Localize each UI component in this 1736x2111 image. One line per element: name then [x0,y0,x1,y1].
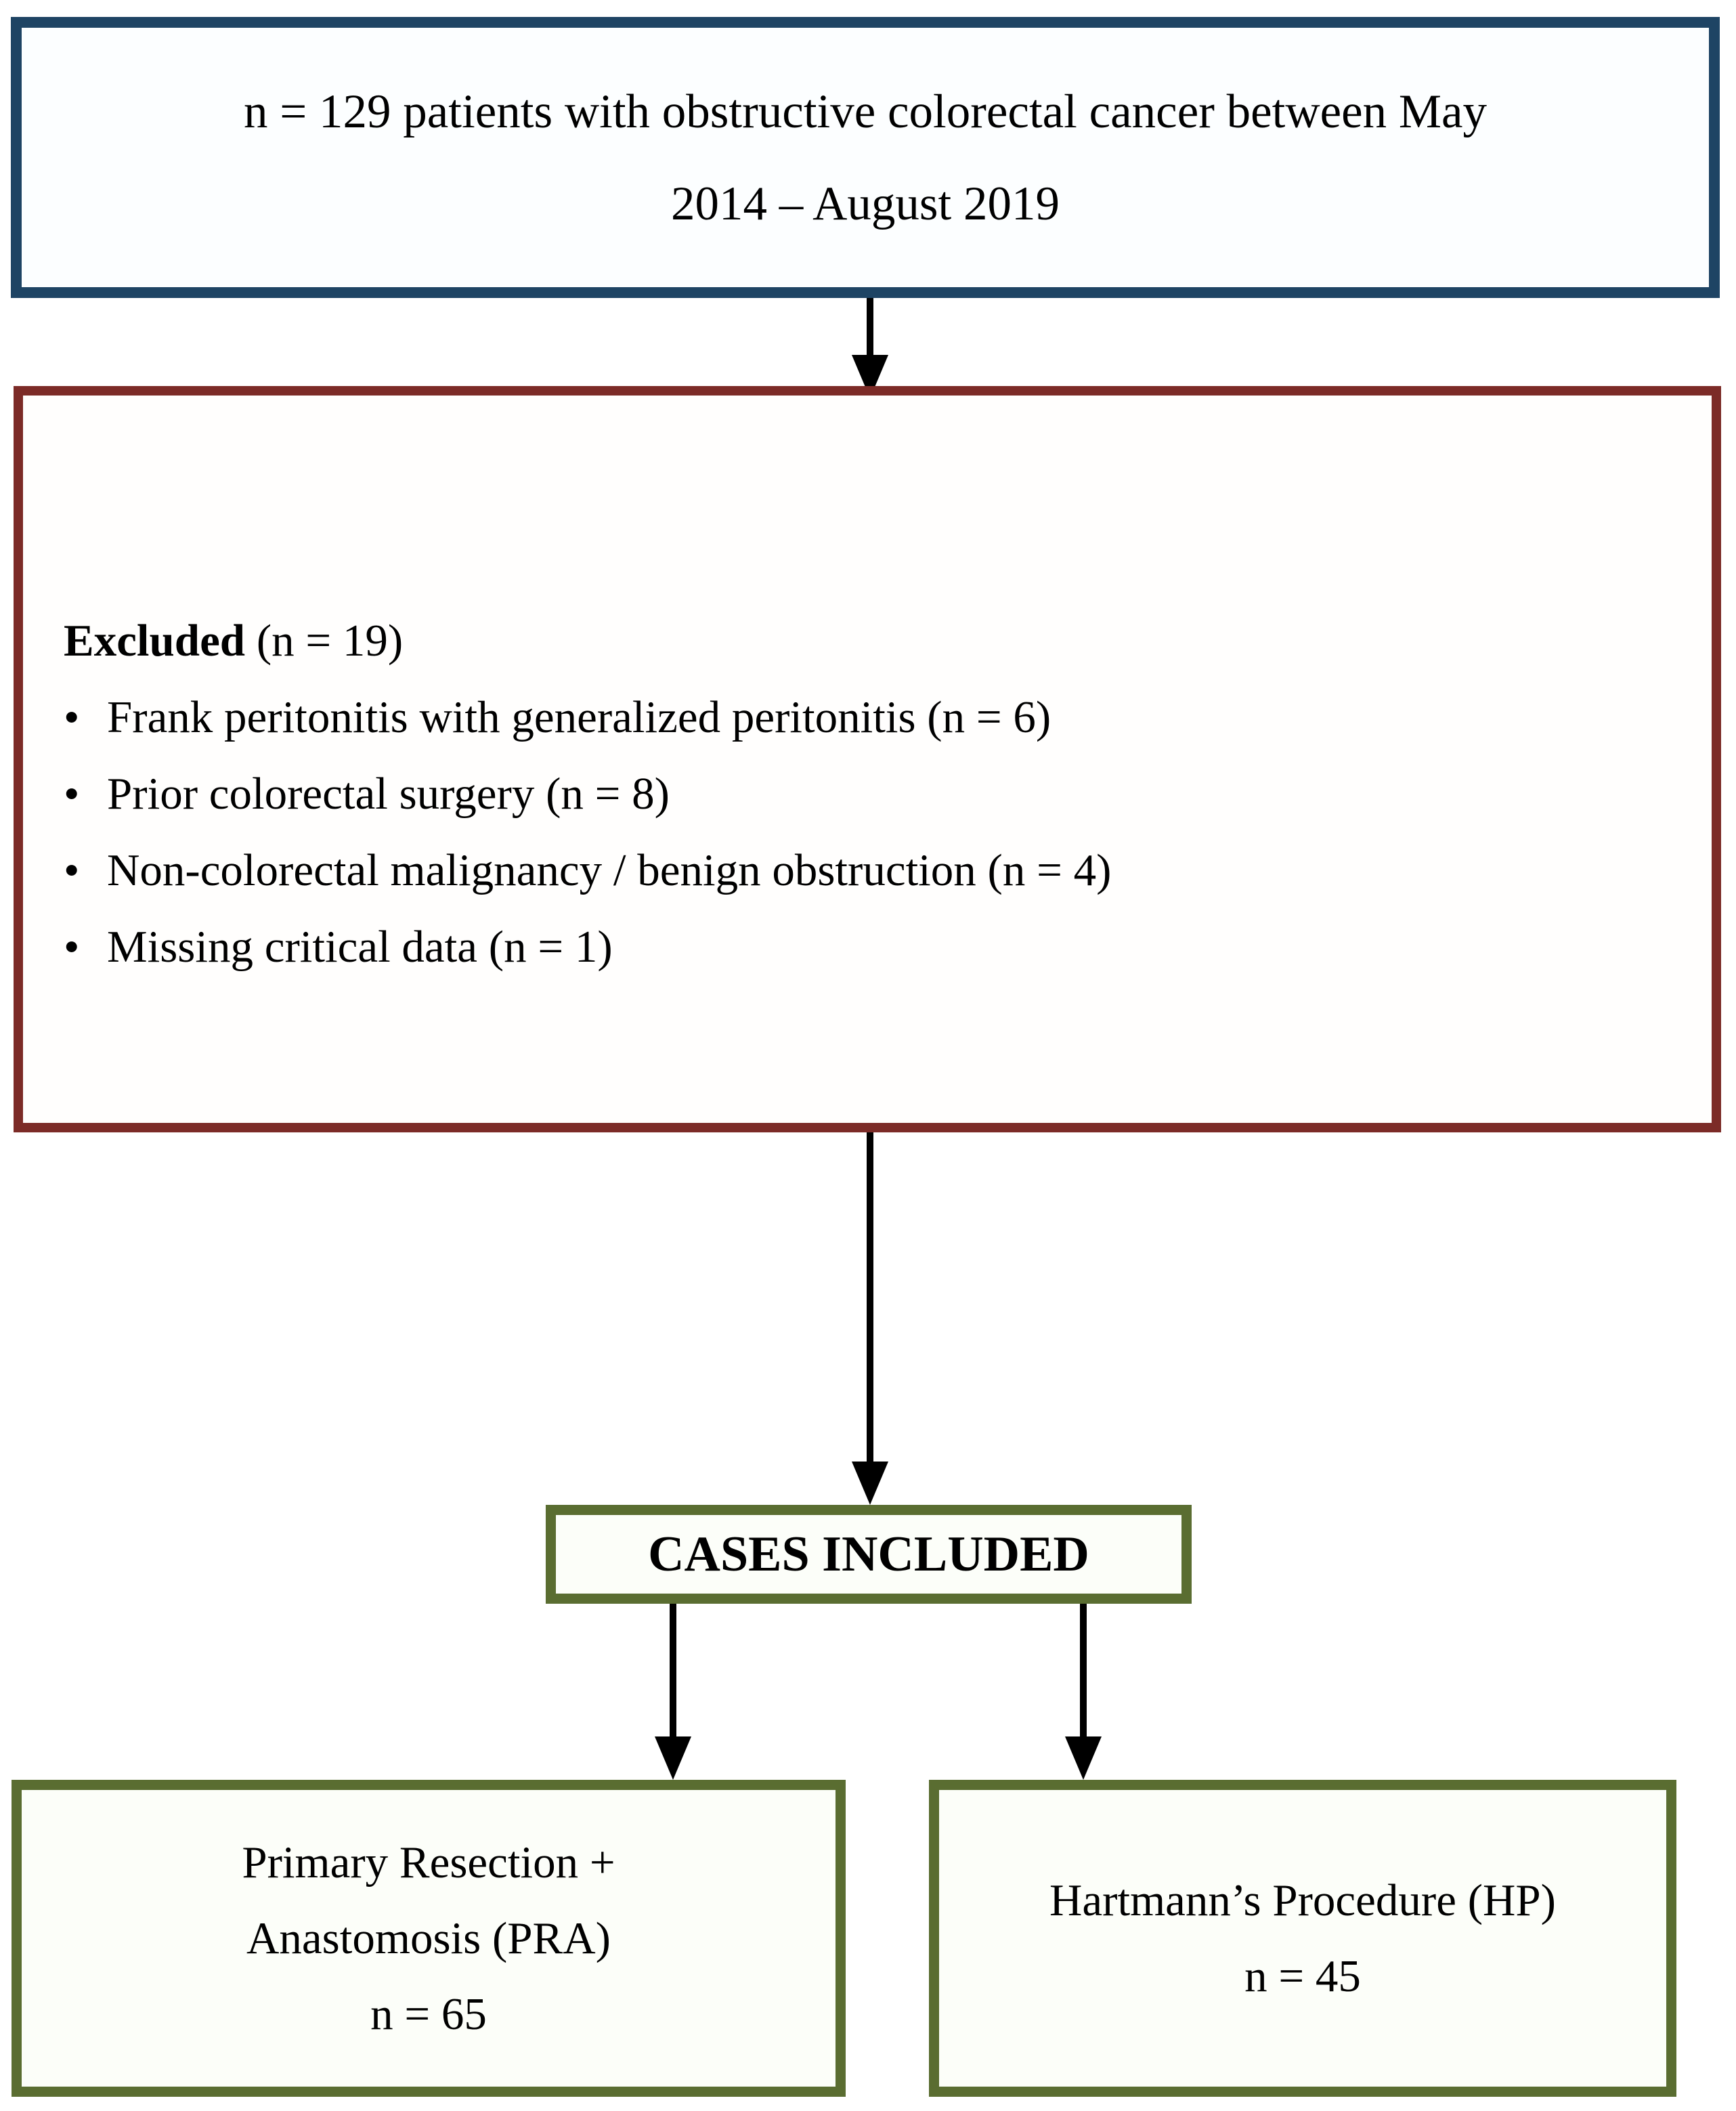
hp-line-1: Hartmann’s Procedure (HP) [1049,1875,1556,1925]
hp-box: Hartmann’s Procedure (HP) n = 45 [929,1780,1676,2097]
arrow-stem [867,1132,873,1464]
arrow-cases-to-hp [1065,1604,1102,1780]
enrollment-line-2: 2014 – August 2019 [671,177,1060,230]
excluded-bullet-text: Missing critical data (n = 1) [107,922,613,972]
bullet-dot-icon: • [64,845,80,895]
excluded-bullet-text: Prior colorectal surgery (n = 8) [107,769,670,819]
enrollment-line-1: n = 129 patients with obstructive colore… [243,85,1488,138]
arrow-head-icon [852,1462,888,1505]
cases-included-box: CASES INCLUDED [546,1505,1192,1604]
excluded-bullet-item: • Missing critical data (n = 1) [64,909,1641,985]
pra-box: Primary Resection + Anastomosis (PRA) n … [12,1780,846,2097]
pra-count: n = 65 [370,1989,487,2039]
excluded-bullet-item: • Non-colorectal malignancy / benign obs… [64,832,1641,909]
excluded-bullet-text: Frank peritonitis with generalized perit… [107,692,1051,742]
arrow-head-icon [1065,1736,1102,1780]
excluded-bullet-item: • Frank peritonitis with generalized per… [64,679,1641,756]
bullet-dot-icon: • [64,922,80,972]
excluded-heading-count: (n = 19) [245,616,404,666]
arrow-stem [670,1604,676,1739]
cases-included-label: CASES INCLUDED [648,1526,1089,1582]
pra-line-1: Primary Resection + [242,1837,615,1888]
excluded-bullet-item: • Prior colorectal surgery (n = 8) [64,756,1641,832]
excluded-bullet-text: Non-colorectal malignancy / benign obstr… [107,845,1112,895]
arrow-head-icon [655,1736,691,1780]
pra-line-2: Anastomosis (PRA) [246,1913,611,1963]
arrow-stem [867,298,873,358]
bullet-dot-icon: • [64,769,80,819]
excluded-box: Excluded (n = 19) • Frank peritonitis wi… [14,386,1721,1132]
arrow-enrollment-to-excluded [852,298,888,398]
arrow-excluded-to-cases [852,1132,888,1505]
excluded-heading: Excluded (n = 19) [64,603,1641,679]
arrow-stem [1080,1604,1087,1739]
enrollment-box: n = 129 patients with obstructive colore… [11,17,1720,298]
hp-count: n = 45 [1244,1951,1361,2001]
excluded-text-block: Excluded (n = 19) • Frank peritonitis wi… [64,603,1641,985]
excluded-heading-bold: Excluded [64,616,246,666]
bullet-dot-icon: • [64,692,80,742]
arrow-cases-to-pra [655,1604,691,1780]
